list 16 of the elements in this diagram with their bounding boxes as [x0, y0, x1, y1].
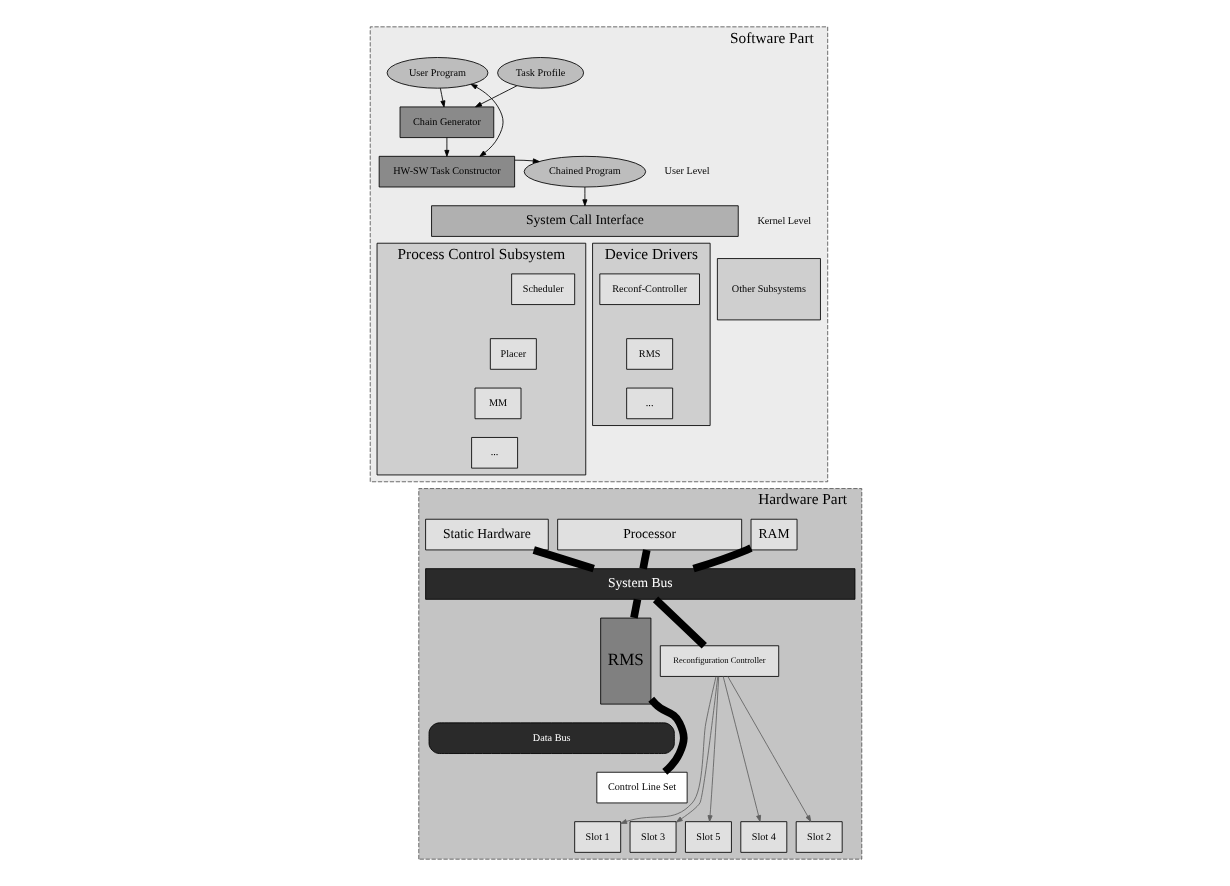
- arrow: [474, 85, 517, 108]
- arrow: [443, 137, 449, 157]
- arrow: [619, 676, 716, 824]
- arrow: [674, 676, 718, 823]
- arrow: [706, 676, 719, 823]
- arrow: [726, 676, 811, 822]
- arrow: [469, 83, 503, 157]
- arrow: [513, 158, 539, 164]
- node-box: RMS: [599, 617, 651, 705]
- arrow: [721, 676, 761, 822]
- connector: [629, 598, 641, 619]
- arrow: [438, 87, 445, 108]
- arrow: [581, 186, 587, 207]
- connector: [651, 596, 706, 649]
- connector: [638, 549, 650, 570]
- connector: [647, 696, 687, 775]
